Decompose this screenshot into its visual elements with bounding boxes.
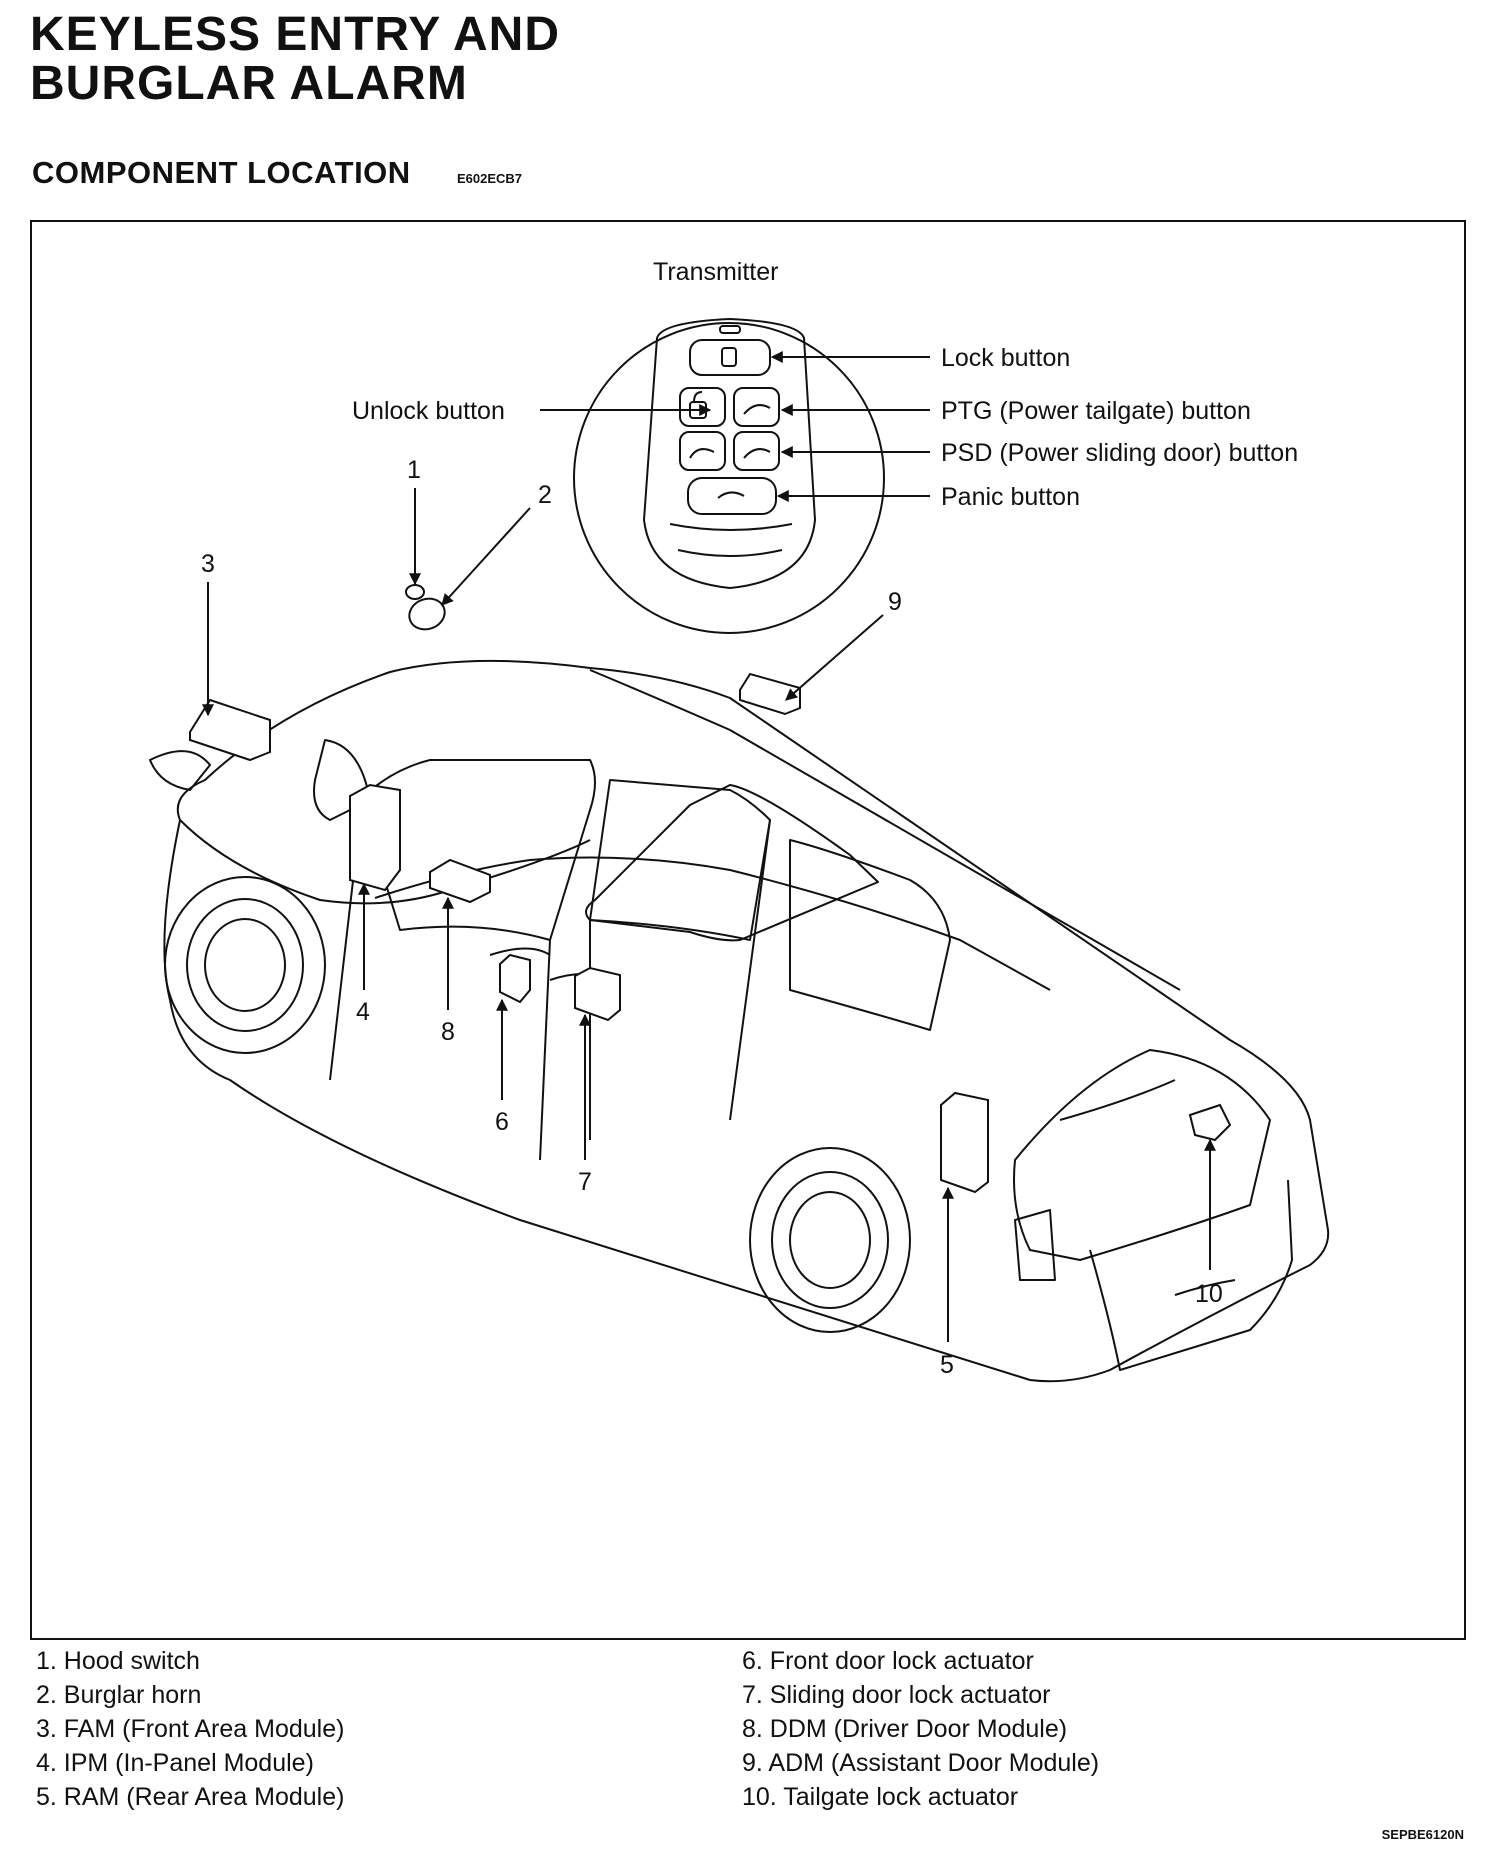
legend-item-5: 5. RAM (Rear Area Module) <box>36 1783 345 1811</box>
hood-edge <box>179 819 591 905</box>
figure-code: SEPBE6120N <box>1381 1827 1464 1842</box>
tailgate-icon <box>743 404 771 415</box>
marker-9: 9 <box>888 588 902 616</box>
lock-button-label: Lock button <box>941 344 1070 372</box>
adm-module <box>739 672 801 716</box>
door-seams <box>329 819 771 1161</box>
title-line-1: KEYLESS ENTRY AND <box>30 8 560 61</box>
transmitter-body <box>642 317 817 590</box>
tail-lamp <box>1014 1209 1056 1281</box>
rear-wheel-arch <box>749 1147 911 1333</box>
rear-window <box>1013 1049 1271 1261</box>
hood-switch <box>405 584 425 600</box>
sunroof <box>585 784 879 942</box>
legend-item-8: 8. DDM (Driver Door Module) <box>742 1715 1068 1743</box>
tailgate <box>1089 1179 1293 1371</box>
ipm-module <box>349 783 401 892</box>
headlamp <box>149 750 211 791</box>
front-door-window <box>359 759 596 941</box>
marker-5: 5 <box>940 1351 954 1379</box>
roof-edge-right <box>589 669 1181 991</box>
section-code: E602ECB7 <box>457 171 523 186</box>
front-wheel-arch <box>164 876 326 1054</box>
front-door-lock-actuator <box>499 953 531 1004</box>
ram-module <box>940 1091 989 1194</box>
legend-item-3: 3. FAM (Front Area Module) <box>36 1715 345 1743</box>
tailgate-lock-actuator <box>1188 1103 1232 1142</box>
legend-item-9: 9. ADM (Assistant Door Module) <box>742 1749 1100 1777</box>
legend-item-7: 7. Sliding door lock actuator <box>742 1681 1051 1709</box>
marker-8: 8 <box>441 1018 455 1046</box>
front-wheel <box>186 898 304 1032</box>
horn-icon <box>717 491 745 499</box>
legend-item-6: 6. Front door lock actuator <box>742 1647 1034 1675</box>
vehicle-drawing <box>149 659 1330 1383</box>
legend-right: 6. Front door lock actuator 7. Sliding d… <box>742 1644 1099 1814</box>
figure-frame <box>30 220 1466 1640</box>
transmitter-led <box>719 325 741 334</box>
transmitter-inset <box>573 317 885 634</box>
legend-left: 1. Hood switch 2. Burglar horn 3. FAM (F… <box>36 1644 344 1814</box>
marker-6: 6 <box>495 1108 509 1136</box>
tailgate-handle <box>1174 1279 1236 1296</box>
transmitter-title: Transmitter <box>653 258 778 286</box>
front-hub <box>204 918 286 1012</box>
sliding-door-icon-right <box>743 448 771 459</box>
lock-button-key <box>689 339 771 376</box>
ptg-button-key <box>733 387 780 427</box>
page-title: KEYLESS ENTRY AND BURGLAR ALARM <box>30 10 560 108</box>
rear-hub <box>789 1191 871 1289</box>
rear-quarter-window <box>789 839 951 1031</box>
sliding-door-icon-left <box>689 448 715 459</box>
panic-button-key <box>687 477 777 515</box>
marker-1: 1 <box>407 456 421 484</box>
lock-icon <box>721 347 737 367</box>
panic-button-label: Panic button <box>941 483 1080 511</box>
unlock-button-key <box>679 387 726 427</box>
unlock-button-label: Unlock button <box>352 397 505 425</box>
legend-item-2: 2. Burglar horn <box>36 1681 202 1709</box>
ptg-button-label: PTG (Power tailgate) button <box>941 397 1251 425</box>
legend-item-1: 1. Hood switch <box>36 1647 200 1675</box>
marker-3: 3 <box>201 550 215 578</box>
sliding-door-lock-actuator <box>574 966 621 1022</box>
legend-item-4: 4. IPM (In-Panel Module) <box>36 1749 314 1777</box>
burglar-horn <box>408 597 446 631</box>
psd-button-key-left <box>679 431 726 471</box>
component-boxes <box>189 584 1232 1194</box>
marker-7: 7 <box>578 1168 592 1196</box>
psd-button-key-right <box>733 431 780 471</box>
title-line-2: BURGLAR ALARM <box>30 57 468 110</box>
marker-10: 10 <box>1195 1280 1223 1308</box>
sliding-door-window <box>589 779 771 941</box>
ddm-module <box>429 858 491 904</box>
marker-leaders <box>202 488 1216 1342</box>
marker-4: 4 <box>356 998 370 1026</box>
legend-item-10: 10. Tailgate lock actuator <box>742 1783 1019 1811</box>
diagram-canvas: Transmitter Lock button Unlock button PT… <box>30 220 1466 1640</box>
transmitter-circle <box>573 322 885 634</box>
psd-button-label: PSD (Power sliding door) button <box>941 439 1298 467</box>
rear-spoiler <box>1059 1079 1176 1121</box>
section-heading: COMPONENT LOCATION <box>32 155 411 190</box>
vehicle-outline <box>163 659 1330 1383</box>
component-location-figure: Transmitter Lock button Unlock button PT… <box>30 220 1466 1640</box>
marker-2: 2 <box>538 481 552 509</box>
rear-wheel <box>771 1171 889 1309</box>
